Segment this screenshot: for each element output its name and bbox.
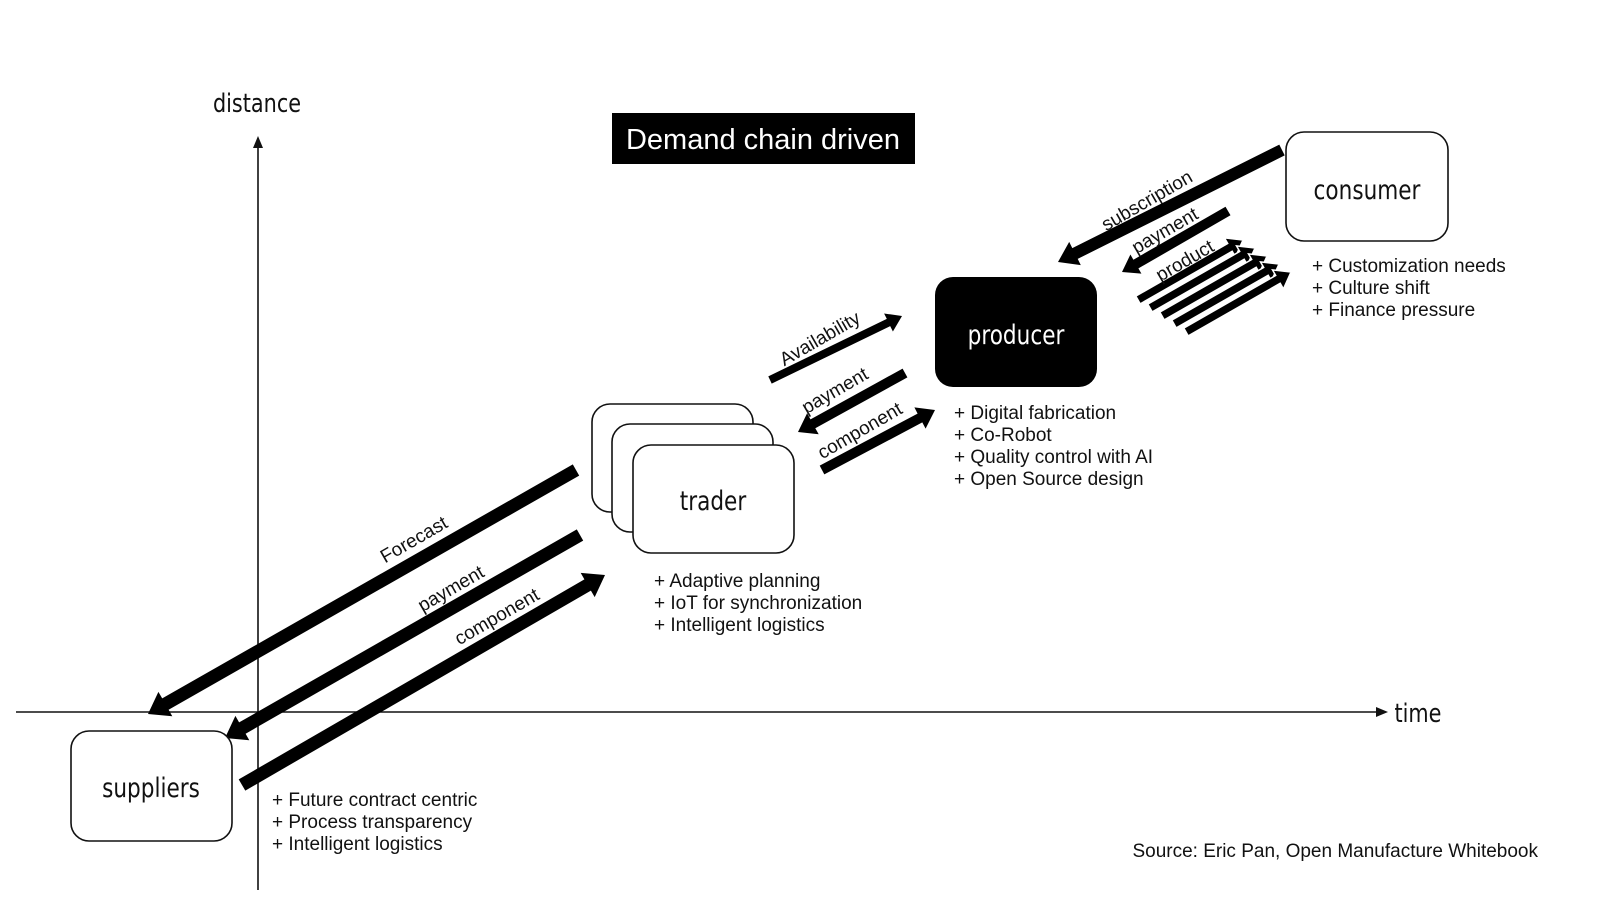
product-arrow xyxy=(1158,252,1269,321)
product-arrow xyxy=(1134,236,1245,305)
producer-note: + Open Source design xyxy=(954,469,1144,490)
consumer-note: + Culture shift xyxy=(1312,278,1430,299)
trader-card-front xyxy=(632,444,795,554)
suppliers-note: + Process transparency xyxy=(272,812,473,833)
diagram-title: Demand chain driven xyxy=(612,113,915,164)
producer-note: + Quality control with AI xyxy=(954,447,1153,468)
producer-notes: + Digital fabrication + Co-Robot + Quali… xyxy=(954,403,1158,490)
node-producer: producer + Digital fabrication + Co-Robo… xyxy=(935,277,1158,490)
trader-label: trader xyxy=(680,485,747,517)
consumer-notes: + Customization needs + Culture shift + … xyxy=(1312,256,1511,321)
trader-note: + Intelligent logistics xyxy=(654,615,825,636)
trader-payment-arrow xyxy=(798,368,908,435)
consumer-label: consumer xyxy=(1314,174,1422,206)
node-suppliers: suppliers + Future contract centric + Pr… xyxy=(70,730,483,855)
y-axis-arrowhead xyxy=(253,136,263,148)
consumer-note: + Customization needs xyxy=(1312,256,1506,277)
producer-box xyxy=(935,277,1097,387)
source-note: Source: Eric Pan, Open Manufacture White… xyxy=(1132,841,1538,862)
title-text: Demand chain driven xyxy=(626,124,900,156)
consumer-note: + Finance pressure xyxy=(1312,300,1475,321)
trader-note: + Adaptive planning xyxy=(654,571,820,592)
x-axis-arrowhead xyxy=(1376,707,1388,717)
producer-note: + Co-Robot xyxy=(954,425,1052,446)
trader-notes: + Adaptive planning + IoT for synchroniz… xyxy=(654,571,868,636)
suppliers-box xyxy=(70,730,233,842)
consumer-box xyxy=(1285,131,1449,242)
consumer-payment-arrow xyxy=(1122,206,1231,274)
supplier-component-arrow xyxy=(238,572,605,791)
suppliers-label: suppliers xyxy=(102,772,200,804)
title-background xyxy=(612,113,915,164)
axes: distance time xyxy=(16,88,1441,890)
trader-note: + IoT for synchronization xyxy=(654,593,862,614)
x-axis-label: time xyxy=(1395,698,1442,729)
y-axis-label: distance xyxy=(213,88,301,119)
node-consumer: consumer + Customization needs + Culture… xyxy=(1285,131,1511,321)
product-arrow xyxy=(1146,244,1257,313)
trader-component-arrow xyxy=(819,407,935,475)
producer-label: producer xyxy=(968,319,1066,351)
node-trader: trader + Adaptive planning + IoT for syn… xyxy=(591,403,868,636)
forecast-arrow xyxy=(148,464,580,717)
flow-arrows xyxy=(148,144,1285,791)
subscription-arrow xyxy=(1058,144,1285,266)
product-arrow-stack xyxy=(1134,236,1293,337)
availability-arrow xyxy=(768,313,902,384)
suppliers-notes: + Future contract centric + Process tran… xyxy=(272,790,483,855)
product-arrow xyxy=(1182,268,1293,337)
product-arrow xyxy=(1170,260,1281,329)
supplier-payment-arrow xyxy=(225,529,584,741)
suppliers-note: + Intelligent logistics xyxy=(272,834,443,855)
producer-note: + Digital fabrication xyxy=(954,403,1116,424)
suppliers-note: + Future contract centric xyxy=(272,790,477,811)
